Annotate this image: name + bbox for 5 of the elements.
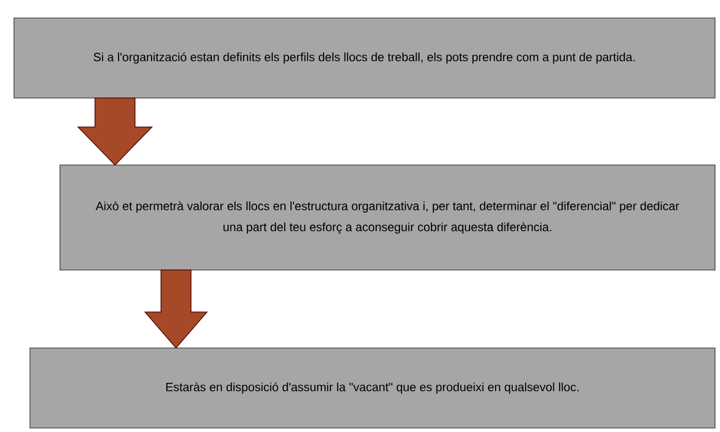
block-arrow	[77, 98, 153, 166]
text-box: Si a l'organització estan definits els perfils dels llocs de treball, els pots prendre com a punt de partida.	[14, 18, 716, 98]
text-box: Estaràs en disposició d'assumir la "vacant" que es produeixi en qualsevol lloc.	[30, 348, 716, 428]
text-box: Això et permetrà valorar els llocs en l'estructura organitzativa i, per tant, determinar el "diferencial" per dedicar una part del teu esforç a aconseguir cobrir aquesta diferència.	[60, 164, 716, 270]
block-arrow	[144, 270, 208, 349]
